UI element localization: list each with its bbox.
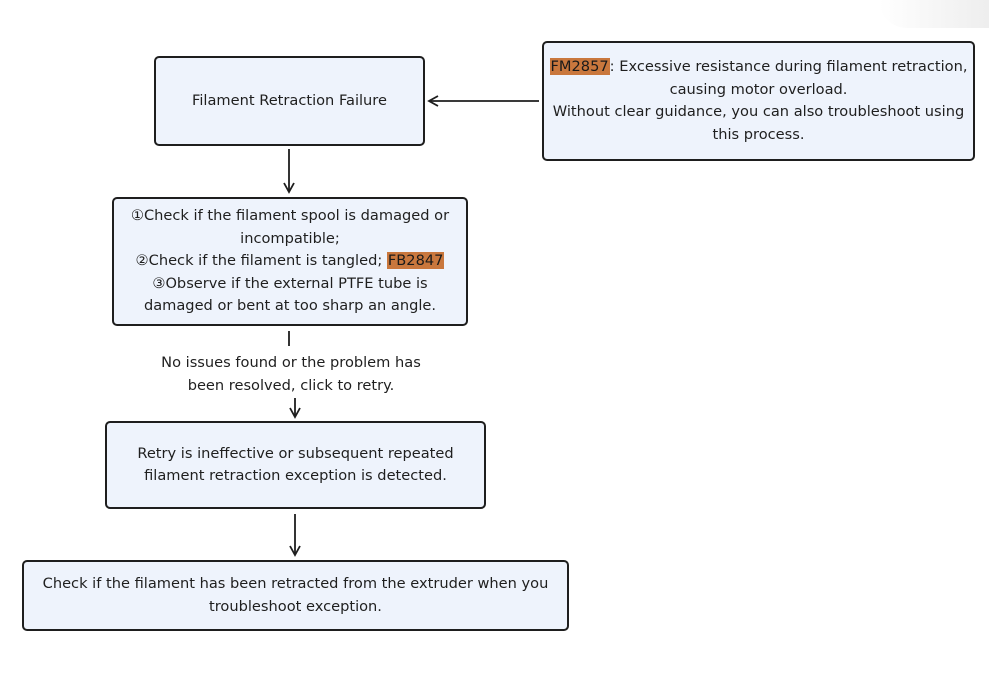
node-filament-retraction-failure: Filament Retraction Failure bbox=[154, 56, 425, 146]
node-retry-ineffective: Retry is ineffective or subsequent repea… bbox=[105, 421, 486, 509]
check-line-2: incompatible; bbox=[240, 229, 340, 247]
node-check-steps: ①Check if the filament spool is damaged … bbox=[112, 197, 468, 326]
node-check-extruder: Check if the filament has been retracted… bbox=[22, 560, 569, 631]
note-line-4: this process. bbox=[712, 125, 805, 143]
note-line-2: causing motor overload. bbox=[669, 80, 848, 98]
final-line-2: troubleshoot exception. bbox=[209, 597, 382, 615]
edge-label-retry: No issues found or the problem has been … bbox=[141, 352, 441, 397]
retry-line-1: Retry is ineffective or subsequent repea… bbox=[137, 444, 454, 462]
edge-label-line-1: No issues found or the problem has bbox=[161, 354, 421, 371]
note-line-3: Without clear guidance, you can also tro… bbox=[552, 103, 965, 120]
check-line-3: ②Check if the filament is tangled; bbox=[135, 252, 387, 270]
check-line-4: ③Observe if the external PTFE tube is bbox=[152, 274, 428, 292]
node-failure-label: Filament Retraction Failure bbox=[192, 91, 387, 109]
check-line-1: ①Check if the filament spool is damaged … bbox=[130, 207, 450, 225]
check-line-5: damaged or bent at too sharp an angle. bbox=[143, 297, 437, 315]
retry-line-2: filament retraction exception is detecte… bbox=[144, 467, 447, 484]
node-fm2857-note: FM2857: Excessive resistance during fila… bbox=[542, 41, 975, 161]
error-code-fm2857: FM2857 bbox=[549, 58, 610, 75]
corner-shadow bbox=[879, 0, 989, 28]
error-code-fb2847: FB2847 bbox=[386, 252, 445, 270]
final-line-1: Check if the filament has been retracted… bbox=[42, 575, 549, 592]
note-line-1: : Excessive resistance during filament r… bbox=[609, 58, 968, 75]
edge-label-line-2: been resolved, click to retry. bbox=[187, 376, 395, 394]
